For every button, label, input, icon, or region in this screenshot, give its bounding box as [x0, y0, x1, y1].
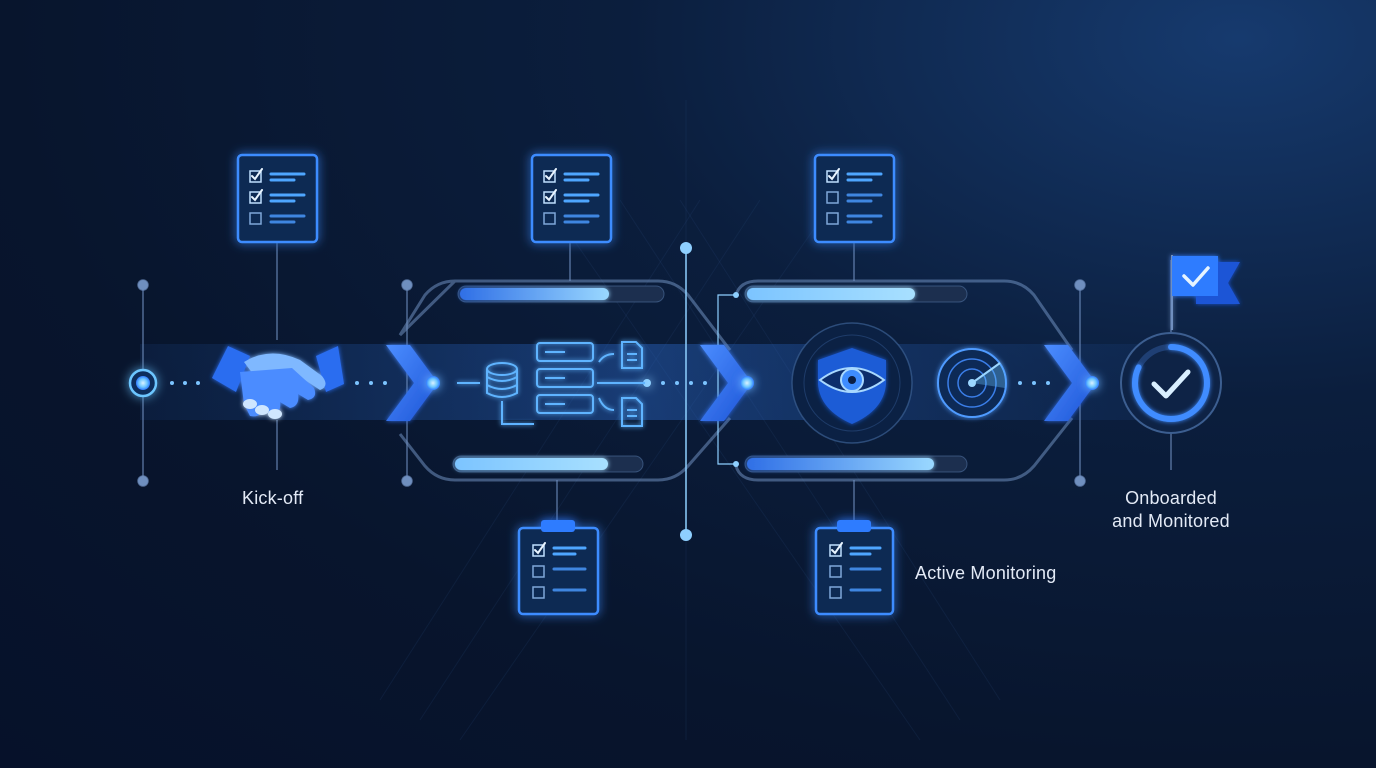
shield-eye-icon: [791, 322, 913, 444]
flag-check-icon: [1171, 255, 1240, 330]
stage-label-active-monitoring: Active Monitoring: [915, 563, 1057, 583]
progress-bar-intake-top: [457, 285, 665, 303]
progress-fill-monitor-top: [747, 288, 915, 300]
progress-fill-monitor-bottom: [747, 458, 934, 470]
database-icon: [457, 362, 534, 425]
stage-label-onboarded-line1: Onboarded: [1125, 488, 1217, 508]
document-icon: [621, 341, 643, 427]
server-stack-icon: [536, 342, 645, 414]
progress-fill-intake-bottom: [455, 458, 608, 470]
clipboard-icon: [517, 520, 895, 616]
progress-bar-intake-bottom: [452, 455, 644, 473]
dotted-connectors: [170, 381, 1050, 385]
progress-bar-monitor-bottom: [744, 455, 968, 473]
check-circle-icon: [1120, 332, 1222, 434]
center-divider: [680, 242, 739, 541]
stage-label-kickoff: Kick-off: [242, 488, 304, 508]
stage-label-onboarded-line2: and Monitored: [1112, 511, 1230, 531]
checklist-rows: [249, 168, 883, 225]
radar-icon: [937, 348, 1007, 418]
clipboard-rows: [532, 542, 882, 599]
flow-nodes: [128, 368, 1099, 398]
progress-bar-monitor-top: [744, 285, 968, 303]
checklist-icon: [236, 153, 896, 244]
progress-fill-intake-top: [460, 288, 609, 300]
handshake-icon: [212, 346, 344, 419]
stage-label-onboarded: Onboarded and Monitored: [1100, 487, 1242, 533]
